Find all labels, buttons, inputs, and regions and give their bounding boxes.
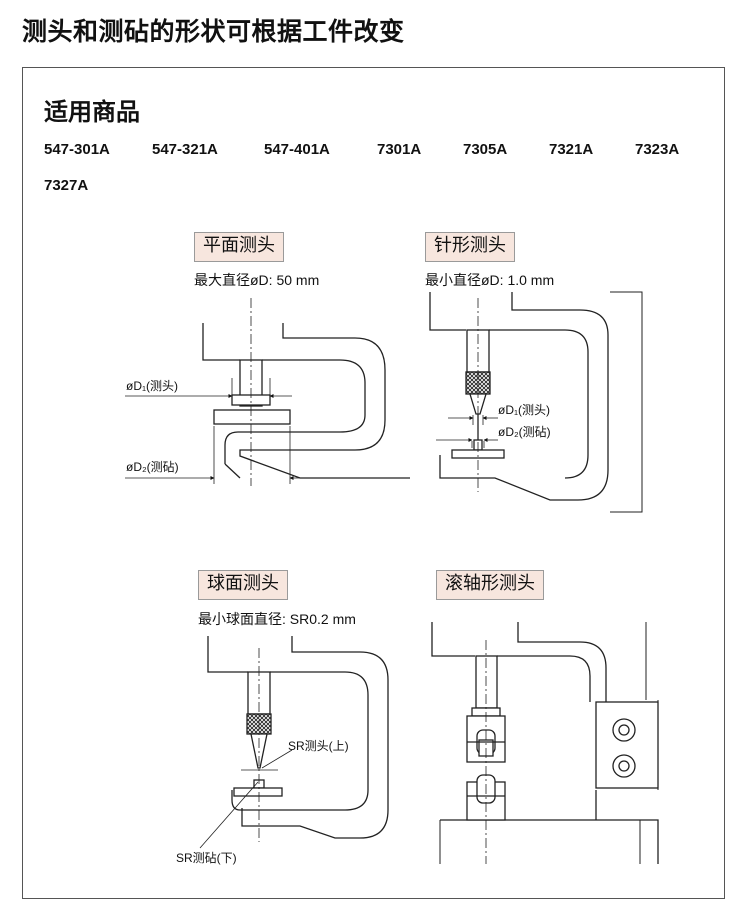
flat-probe-spec: 最大直径øD: 50 mm [194, 272, 320, 288]
roller-probe-label: 滚轴形测头 [436, 570, 544, 600]
needle-probe-spec: 最小直径øD: 1.0 mm [425, 272, 555, 288]
flat-probe-d2-label: øD₂(测砧) [126, 460, 179, 474]
ball-probe-spec: 最小球面直径: SR0.2 mm [198, 611, 356, 627]
needle-probe-d1-label: øD₁(测头) [498, 403, 550, 417]
ball-probe-diagram [199, 636, 389, 849]
model-tag: 547-301A [44, 141, 110, 158]
content-frame [22, 67, 725, 899]
model-tag: 7301A [377, 141, 422, 158]
model-tag: 547-401A [264, 141, 330, 158]
flat-probe-diagram [125, 298, 410, 486]
model-tag: 7305A [463, 141, 508, 158]
ball-probe-label: 球面测头 [198, 570, 288, 600]
model-tag: 547-321A [152, 141, 218, 158]
model-tag: 7323A [635, 141, 680, 158]
needle-probe-label: 针形测头 [425, 232, 515, 262]
needle-probe-d2-label: øD₂(测砧) [498, 425, 551, 439]
needle-probe-diagram [429, 291, 643, 513]
flat-probe-label: 平面测头 [194, 232, 284, 262]
model-tag: 7321A [549, 141, 594, 158]
ball-probe-upper-label: SR测头(上) [288, 739, 349, 753]
ball-probe-lower-label: SR测砧(下) [176, 851, 237, 865]
roller-probe-diagram [431, 622, 659, 864]
page-title: 测头和测砧的形状可根据工件改变 [22, 17, 405, 46]
model-tag: 7327A [44, 177, 89, 194]
section-title: 适用商品 [44, 98, 140, 126]
flat-probe-d1-label: øD₁(测头) [126, 379, 178, 393]
